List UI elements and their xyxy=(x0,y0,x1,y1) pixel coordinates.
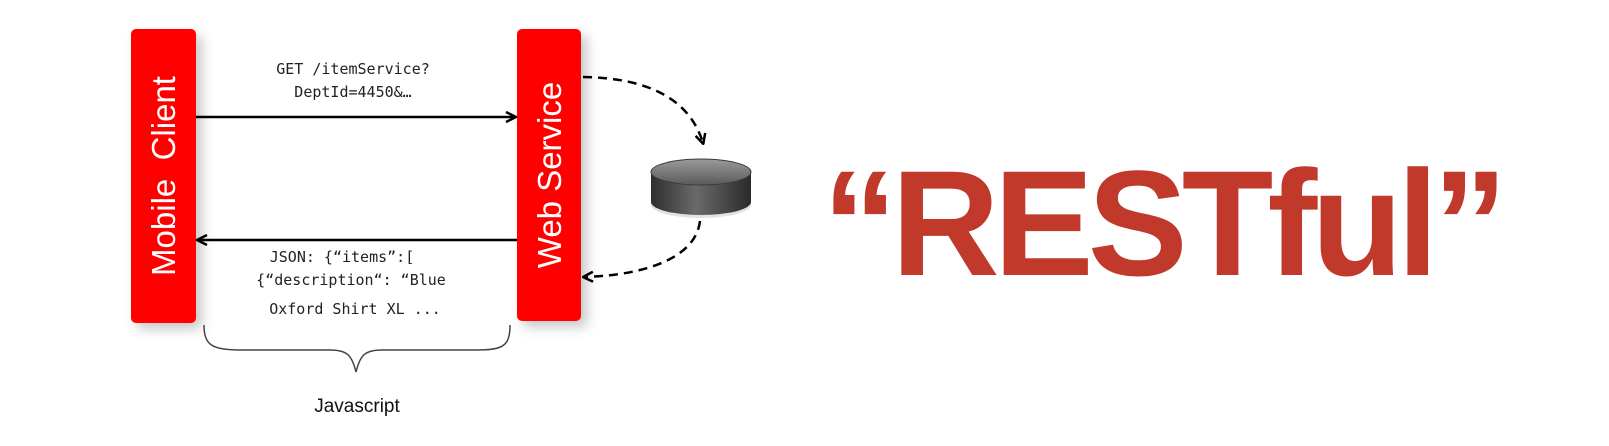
web-service-label: Web Service xyxy=(531,82,568,268)
response-line-2: {“description“: “Blue xyxy=(256,271,446,289)
restful-title: “RESTful” xyxy=(822,139,1501,307)
javascript-brace xyxy=(203,324,511,373)
web-service-box: Web Service xyxy=(517,29,581,321)
query-dashed-arrow xyxy=(582,75,703,143)
mobile-client-label: Mobile Client xyxy=(145,76,182,276)
result-dashed-arrow xyxy=(584,220,702,277)
mobile-client-box: Mobile Client xyxy=(131,29,196,323)
request-line-2: DeptId=4450&… xyxy=(294,83,411,101)
response-line-3: Oxford Shirt XL ... xyxy=(269,300,441,318)
request-line-1: GET /itemService? xyxy=(276,60,430,78)
database-icon xyxy=(650,158,752,218)
response-line-1: JSON: {“items”:[ xyxy=(270,248,415,266)
javascript-label: Javascript xyxy=(314,396,400,417)
